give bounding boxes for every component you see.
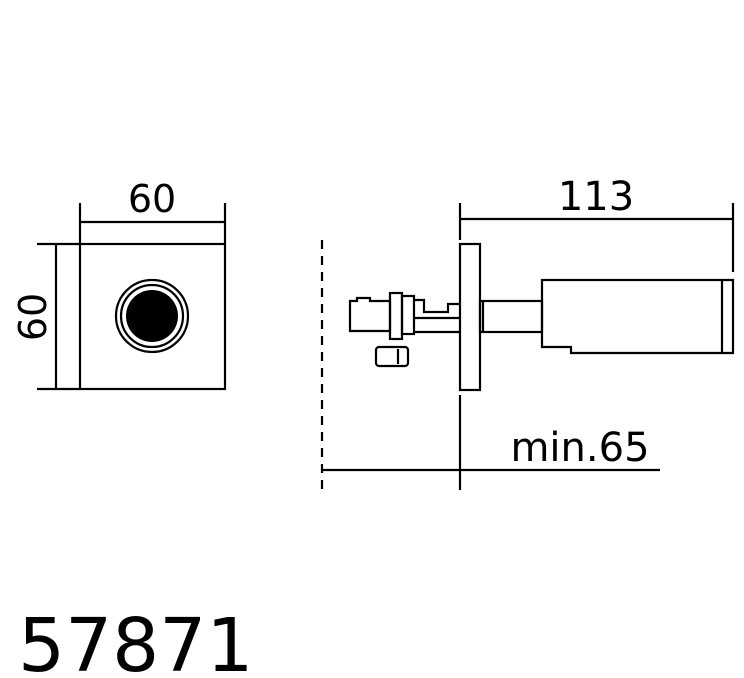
- inner-ring: [119, 283, 185, 349]
- nut-2: [400, 294, 416, 336]
- fitting: [414, 298, 460, 314]
- outer-ring: [114, 278, 190, 354]
- sensor-button: [126, 290, 178, 342]
- connector-box: [348, 296, 392, 333]
- side-view: 113 min.65: [320, 174, 735, 490]
- length-label: 113: [558, 174, 634, 220]
- nut: [388, 291, 404, 341]
- spout-body: [540, 278, 735, 355]
- min-depth-label: min.65: [510, 425, 649, 471]
- front-view: 60 60: [11, 177, 227, 391]
- height-label: 60: [11, 293, 55, 341]
- flange: [458, 242, 482, 392]
- product-code: 57871: [18, 603, 253, 678]
- lower-connector: [374, 345, 410, 368]
- width-label: 60: [128, 177, 176, 221]
- shaft: [478, 299, 544, 334]
- cover-plate: [78, 242, 227, 391]
